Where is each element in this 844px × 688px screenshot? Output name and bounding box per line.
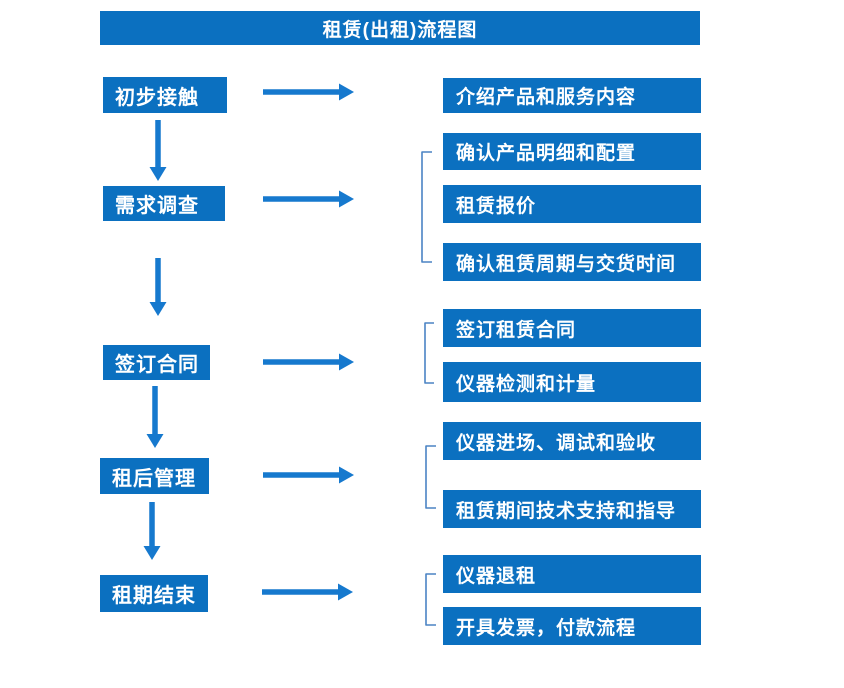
group-bracket-post-rental [425,445,436,509]
stage-box-post-rental-management: 租后管理 [100,458,209,494]
detail-box-confirm-product-details: 确认产品明细和配置 [443,133,701,170]
detail-box-instrument-return: 仪器退租 [443,555,701,593]
stage-box-lease-end: 租期结束 [100,575,208,612]
arrow-right-icon-row1 [263,83,354,101]
arrow-down-icon-1 [149,120,167,181]
stage-box-demand-survey: 需求调查 [103,186,225,221]
detail-box-invoice-payment: 开具发票，付款流程 [443,607,701,645]
detail-box-instrument-setup-acceptance: 仪器进场、调试和验收 [443,422,701,460]
arrow-right-icon-row3 [263,353,354,371]
arrow-right-icon-row2 [263,190,354,208]
detail-box-confirm-period-delivery: 确认租赁周期与交货时间 [443,243,701,281]
detail-box-rental-quote: 租赁报价 [443,185,701,223]
detail-box-rental-tech-support: 租赁期间技术支持和指导 [443,490,701,528]
arrow-down-icon-4 [143,502,161,560]
group-bracket-lease-end [425,573,436,626]
arrow-right-icon-row5 [262,583,353,601]
flowchart-title: 租赁(出租)流程图 [100,11,700,45]
detail-box-instrument-testing: 仪器检测和计量 [443,362,701,402]
arrow-down-icon-3 [146,386,164,448]
detail-box-sign-rental-contract: 签订租赁合同 [443,309,701,347]
detail-box-introduce-products: 介绍产品和服务内容 [443,78,701,113]
stage-box-initial-contact: 初步接触 [103,77,227,113]
arrow-down-icon-2 [149,258,167,316]
arrow-right-icon-row4 [263,466,354,484]
group-bracket-demand-survey [421,151,432,263]
stage-box-sign-contract: 签订合同 [103,345,210,380]
group-bracket-sign-contract [424,322,434,384]
